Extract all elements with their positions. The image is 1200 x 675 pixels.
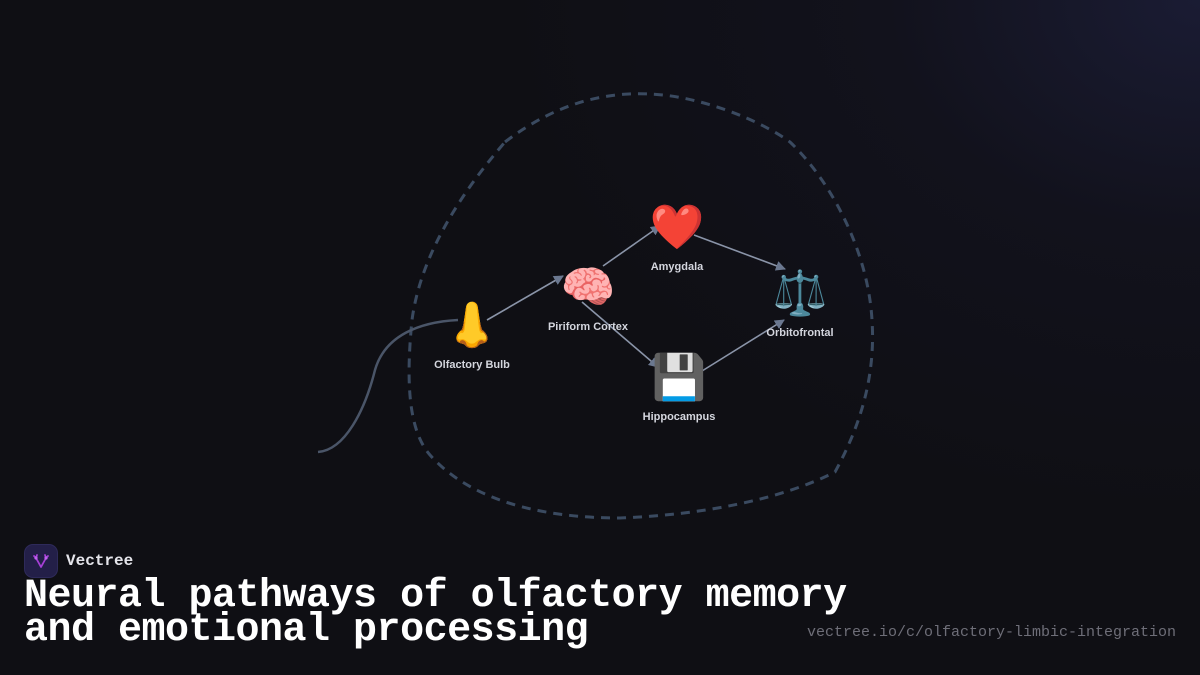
node-label: Hippocampus bbox=[642, 411, 716, 423]
brain-icon: 🧠 bbox=[560, 262, 616, 313]
nose-icon: 👃 bbox=[444, 300, 500, 351]
edge-hippocampus-to-orbitofrontal bbox=[701, 319, 785, 372]
limbic-boundary bbox=[407, 92, 875, 520]
source-url[interactable]: vectree.io/c/olfactory-limbic-integratio… bbox=[806, 624, 1176, 641]
vectree-logo-icon bbox=[24, 544, 58, 578]
floppy-disk-icon: 💾 bbox=[651, 352, 707, 403]
node-label: Piriform Cortex bbox=[547, 321, 629, 333]
node-label: Amygdala bbox=[650, 261, 704, 273]
node-olfactory-bulb[interactable]: 👃 Olfactory Bulb bbox=[434, 300, 510, 372]
input-tract bbox=[317, 318, 459, 454]
brand: Vectree bbox=[24, 544, 133, 578]
brand-name: Vectree bbox=[66, 552, 134, 570]
node-piriform-cortex[interactable]: 🧠 Piriform Cortex bbox=[547, 262, 629, 334]
balance-scale-icon: ⚖️ bbox=[772, 268, 828, 319]
heart-icon: ❤️ bbox=[649, 202, 705, 253]
node-label: Orbitofrontal bbox=[766, 327, 834, 339]
node-amygdala[interactable]: ❤️ Amygdala bbox=[649, 202, 705, 274]
title-line-1: Neural pathways of olfactory memory bbox=[24, 574, 847, 619]
edge-piriform-to-hippocampus bbox=[581, 301, 659, 368]
edge-piriform-to-amygdala bbox=[602, 225, 661, 267]
node-label: Olfactory Bulb bbox=[434, 359, 510, 371]
edge-amygdala-to-orbitofrontal bbox=[693, 234, 786, 271]
title-line-2: and emotional processing bbox=[24, 608, 589, 653]
node-orbitofrontal[interactable]: ⚖️ Orbitofrontal bbox=[766, 268, 834, 340]
node-hippocampus[interactable]: 💾 Hippocampus bbox=[642, 352, 716, 424]
edge-olfactory-to-piriform bbox=[486, 275, 564, 321]
page-title: Neural pathways of olfactory memory and … bbox=[24, 574, 847, 653]
edges bbox=[486, 225, 786, 372]
